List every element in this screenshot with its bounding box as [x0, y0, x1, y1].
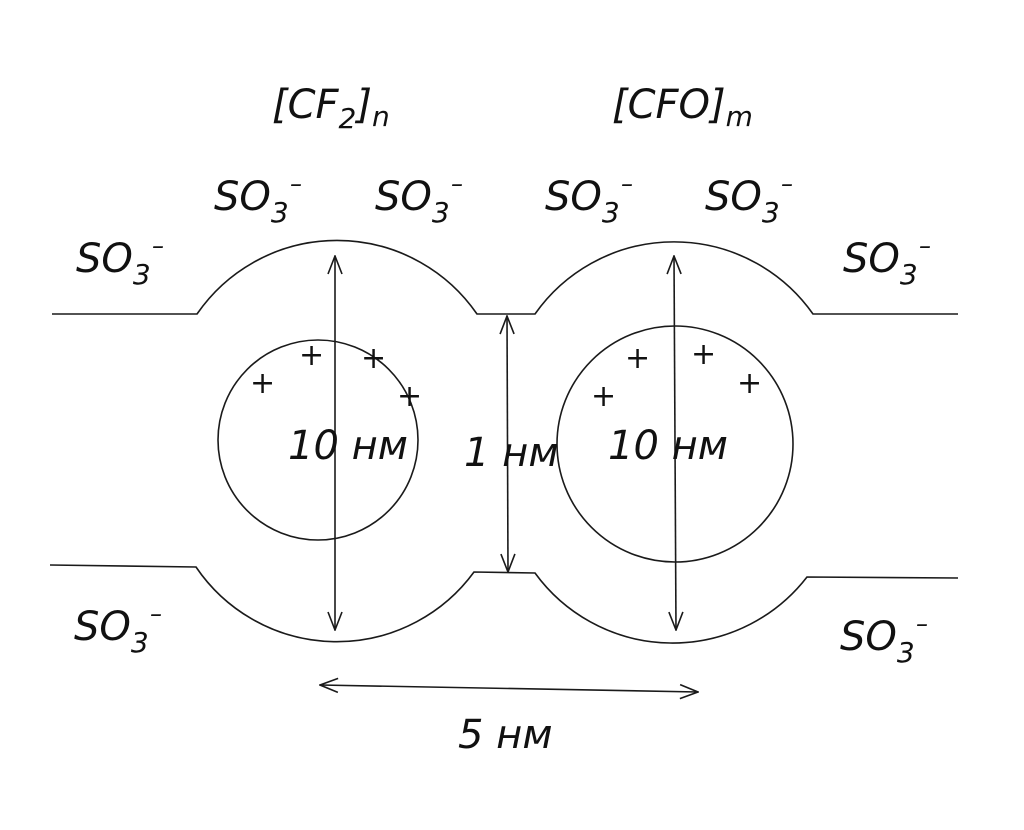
sulfonate-label-top-4: SO3 – — [705, 170, 793, 229]
svg-text:SO3: SO3 — [214, 174, 289, 229]
formula-cf2-n: [CF2]n — [272, 82, 390, 135]
membrane-bottom-boundary — [49, 564, 959, 644]
sulfonate-label-top-1: SO3 – — [214, 170, 302, 229]
svg-text:–: – — [919, 232, 931, 260]
sulfonate-label-top-2: SO3 – — [375, 170, 463, 229]
plus-charge: + — [250, 366, 275, 401]
dim-label-spacing: 5 нм — [458, 712, 553, 758]
svg-text:–: – — [290, 170, 302, 198]
svg-text:SO3: SO3 — [375, 174, 450, 229]
sulfonate-label-right-upper: SO3 – — [843, 232, 931, 291]
svg-text:–: – — [451, 170, 463, 198]
svg-text:SO3: SO3 — [843, 236, 918, 291]
sulfonate-label-left-lower: SO3 – — [74, 600, 162, 659]
svg-text:SO3: SO3 — [76, 236, 151, 291]
pore-left — [217, 339, 419, 541]
svg-text:–: – — [621, 170, 633, 198]
dim-label-channel: 1 нм — [464, 430, 559, 476]
dimension-arrow-channel — [507, 316, 508, 572]
plus-charge: + — [737, 366, 762, 401]
plus-charge: + — [591, 379, 616, 414]
formula-cfo-m: [CFO]m — [612, 82, 753, 133]
plus-charge: + — [299, 338, 324, 373]
plus-charge: + — [397, 379, 422, 414]
svg-text:SO3: SO3 — [545, 174, 620, 229]
membrane-top-boundary — [52, 239, 958, 315]
dim-label-left-pore: 10 нм — [288, 423, 408, 469]
dim-label-right-pore: 10 нм — [608, 423, 728, 469]
plus-charge: + — [625, 341, 650, 376]
plus-charge: + — [691, 337, 716, 372]
dimension-arrow-right-pore — [674, 256, 676, 630]
svg-text:–: – — [150, 600, 162, 628]
sulfonate-label-right-lower: SO3 – — [840, 610, 928, 669]
svg-text:SO3: SO3 — [840, 614, 915, 669]
svg-text:SO3: SO3 — [705, 174, 780, 229]
svg-text:SO3: SO3 — [74, 604, 149, 659]
svg-text:–: – — [781, 170, 793, 198]
svg-text:–: – — [916, 610, 928, 638]
sulfonate-label-left-upper: SO3 – — [76, 232, 164, 291]
plus-charge: + — [361, 341, 386, 376]
svg-text:–: – — [152, 232, 164, 260]
dimension-arrow-spacing — [320, 685, 698, 692]
sulfonate-label-top-3: SO3 – — [545, 170, 633, 229]
